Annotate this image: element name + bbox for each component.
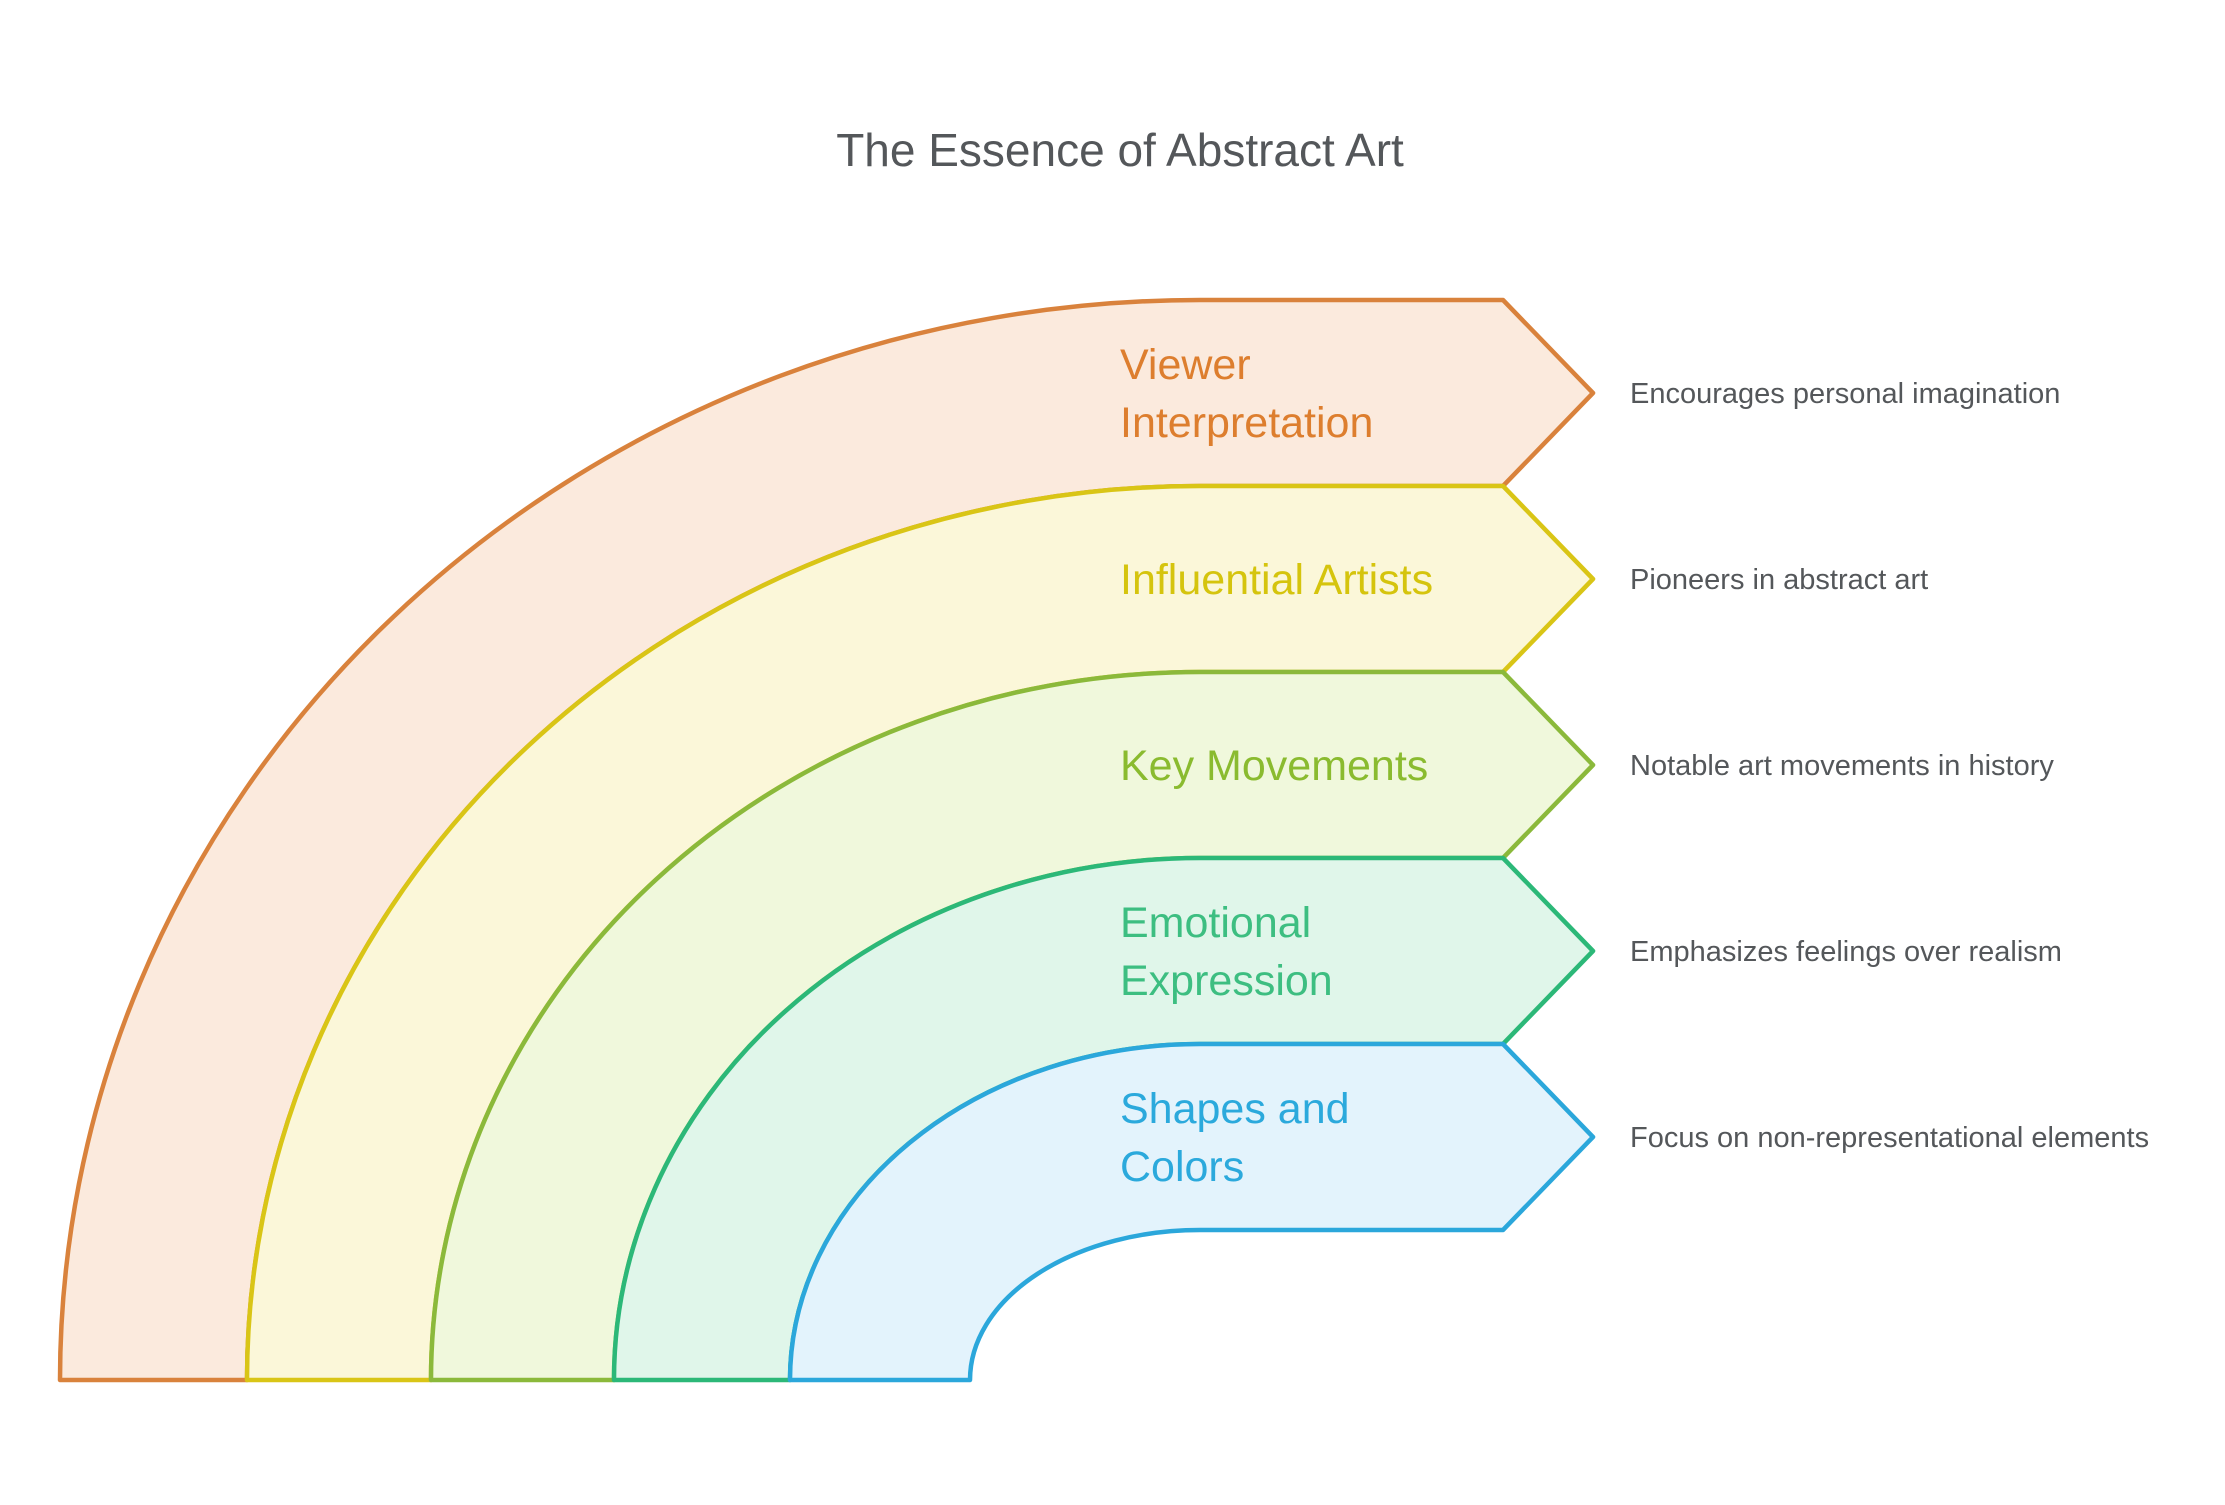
band-label: Shapes and Colors <box>1120 1085 1361 1191</box>
band-description: Encourages personal imagination <box>1630 378 2060 410</box>
band-label: Viewer Interpretation <box>1120 341 1373 447</box>
band-shapes-and-colors: Shapes and Colors Focus on non-represent… <box>787 1041 2149 1383</box>
band-emotional-expression: Emotional Expression Emphasizes feelings… <box>611 855 2062 1383</box>
band-label: Key Movements <box>1120 742 1428 790</box>
band-label: Influential Artists <box>1120 556 1433 604</box>
band-description: Focus on non-representational elements <box>1630 1122 2149 1154</box>
band-arc-shape <box>787 1041 1596 1383</box>
page-title: The Essence of Abstract Art <box>836 124 1404 176</box>
band-description: Pioneers in abstract art <box>1630 564 1928 596</box>
band-description: Notable art movements in history <box>1630 750 2054 782</box>
band-label: Emotional Expression <box>1120 899 1333 1005</box>
band-description: Emphasizes feelings over realism <box>1630 936 2062 968</box>
